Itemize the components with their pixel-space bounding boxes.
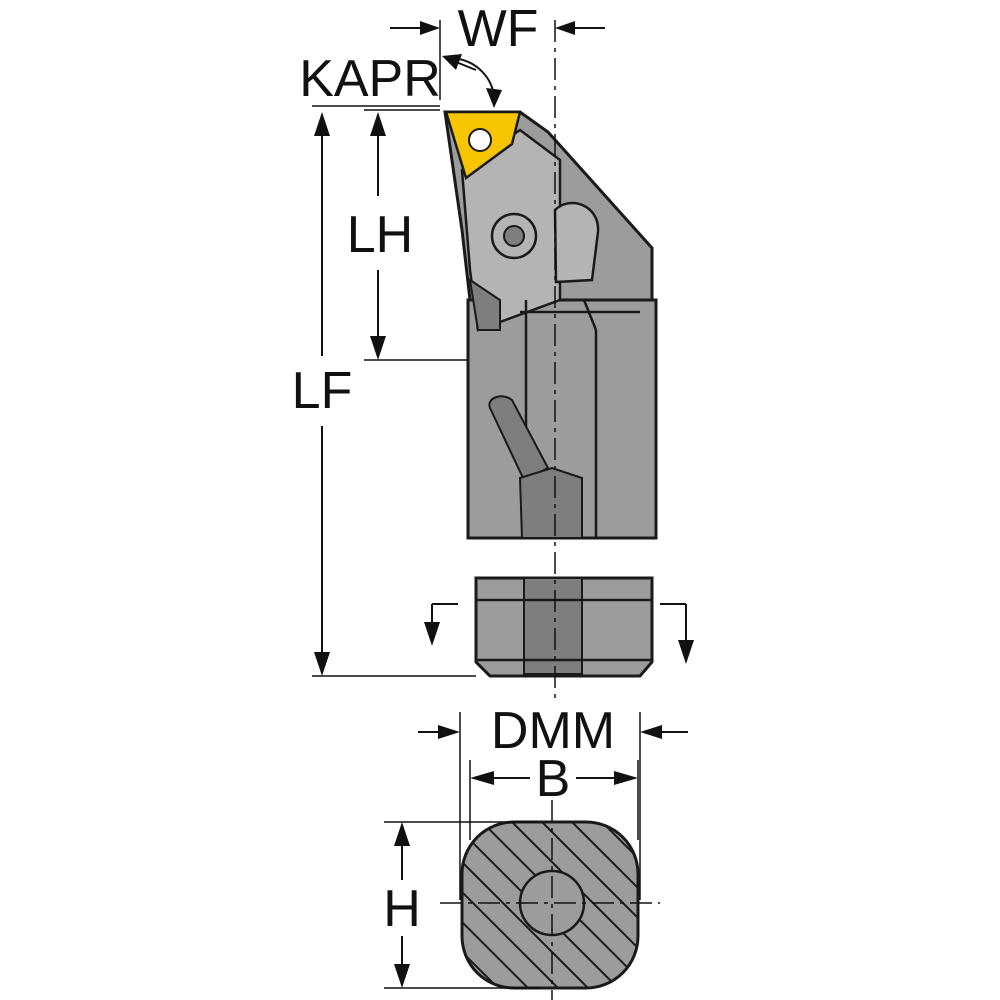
- cutting-insert: [444, 110, 522, 181]
- kapr-label: KAPR: [299, 50, 441, 108]
- shank-end: [474, 576, 654, 678]
- b-dimension: B: [469, 750, 639, 840]
- h-dimension: H: [383, 821, 540, 989]
- dmm-dimension: DMM: [418, 702, 688, 900]
- lh-dimension: LH: [347, 109, 468, 361]
- b-label: B: [536, 750, 571, 808]
- wf-dimension: WF: [390, 0, 605, 100]
- cross-section: [440, 800, 660, 1000]
- tool-body: [443, 110, 658, 540]
- lf-label: LF: [292, 362, 353, 420]
- wf-label: WF: [458, 0, 539, 58]
- h-label: H: [383, 880, 421, 938]
- lh-label: LH: [347, 206, 413, 264]
- dmm-label: DMM: [491, 702, 615, 760]
- kapr-dimension: KAPR: [299, 50, 502, 108]
- section-arrows: [424, 603, 694, 664]
- insert-hole-icon: [468, 128, 492, 152]
- lf-dimension: LF: [292, 112, 476, 677]
